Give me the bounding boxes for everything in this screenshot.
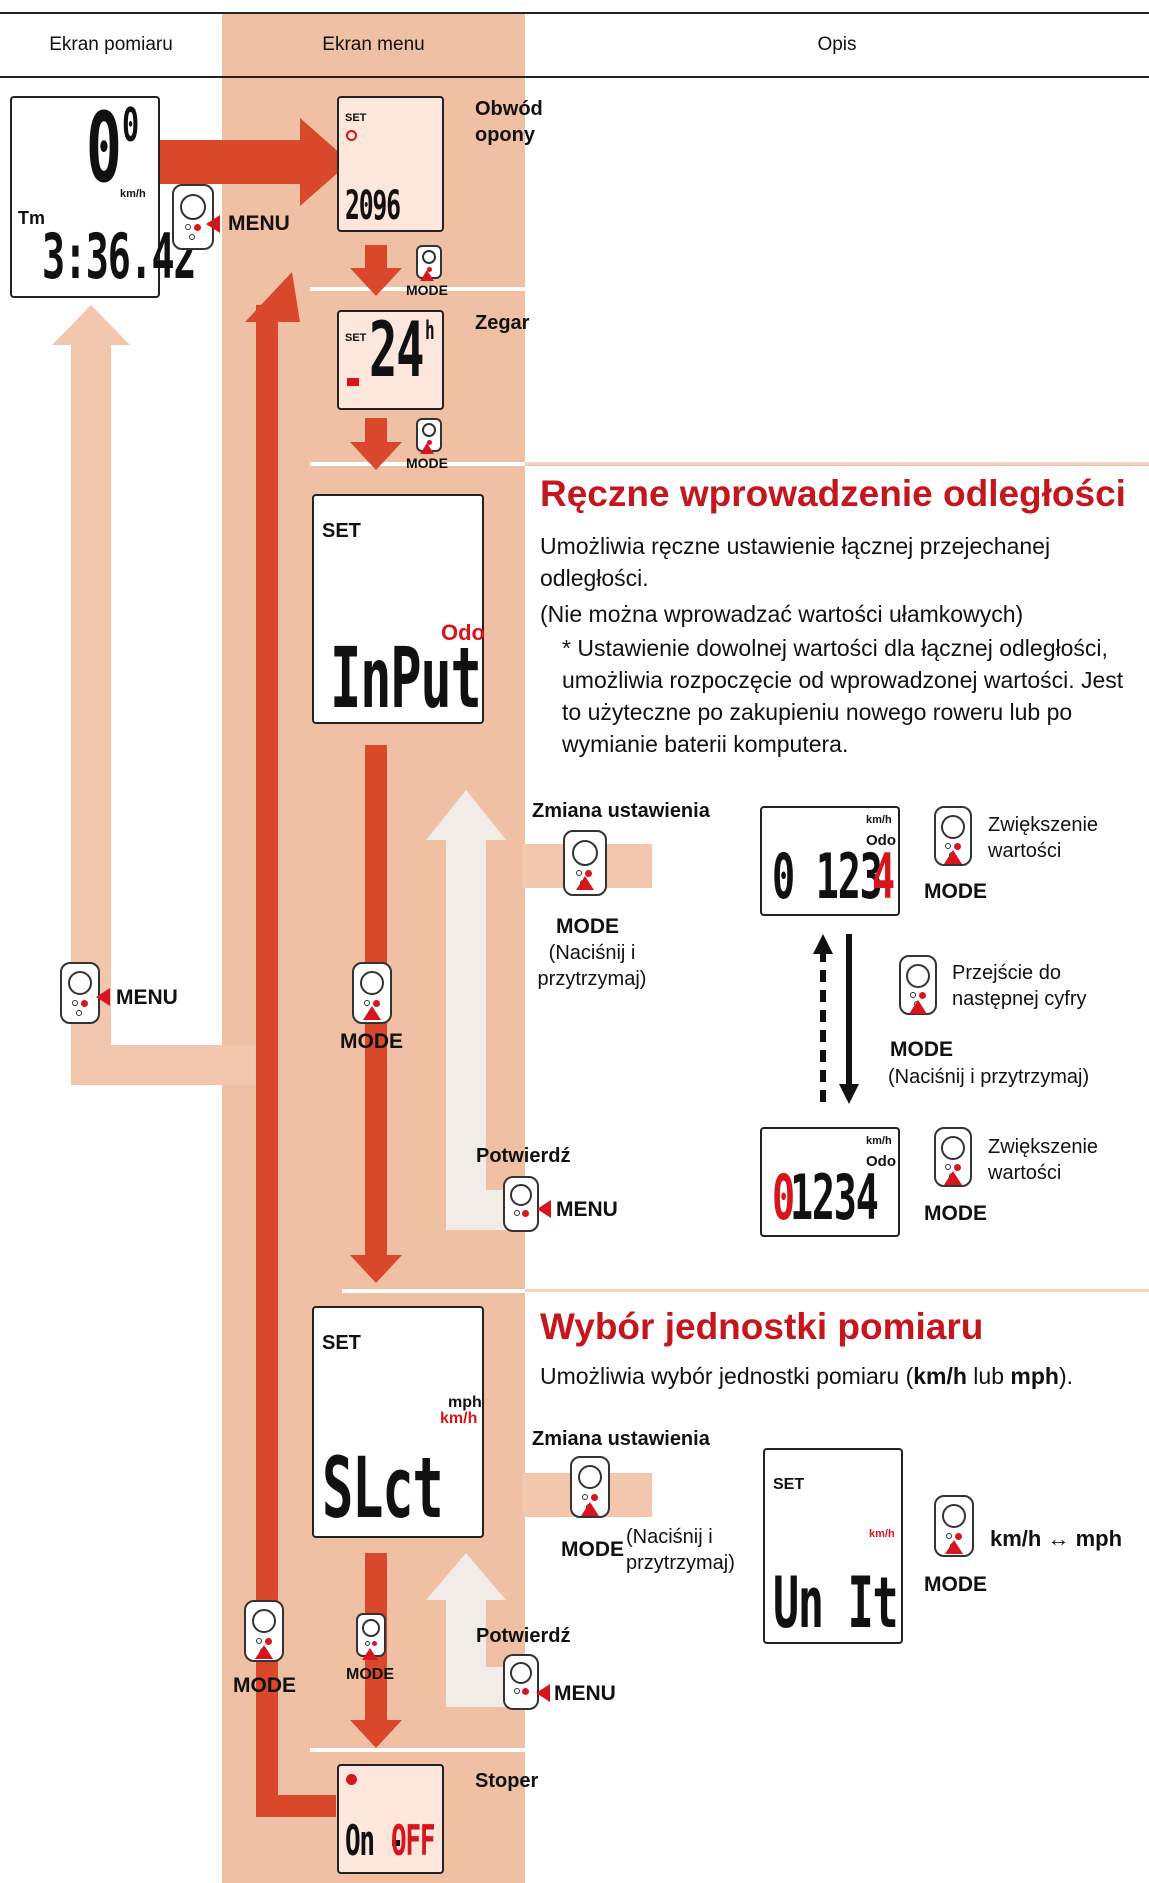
odo-active-digit: 4 (872, 840, 895, 913)
menu-button-label[interactable]: MENU (554, 1682, 616, 1705)
unit-desc-kmh: km/h (913, 1363, 967, 1389)
device-icon[interactable] (934, 1495, 974, 1557)
odo-label: Odo (866, 1153, 896, 1170)
unit-description: Umożliwia wybór jednostki pomiaru (km/h … (540, 1360, 1140, 1392)
speed-value: 0 (86, 92, 122, 204)
device-icon[interactable] (60, 962, 100, 1024)
clock-screen: SET 24 h (337, 310, 444, 410)
stopwatch-label: Stoper (475, 1770, 539, 1792)
press-hold-note: (Naciśnij i przytrzymaj) (537, 942, 647, 990)
odo-active-digit: 0 (772, 1161, 795, 1234)
tire-screen: SET 2096 (337, 96, 444, 232)
unit-desc-text: lub (966, 1363, 1011, 1389)
mode-button-label[interactable]: MODE (924, 880, 987, 903)
odo-lcd-bottom: km/h Odo 0 1234 (760, 1127, 900, 1237)
unit-select-screen: SET mph km/h SLct (312, 1306, 484, 1538)
header-rule (0, 76, 1149, 78)
unit-select-value: SLct (322, 1439, 444, 1537)
separator (310, 1748, 525, 1752)
unit-label: km/h (866, 814, 892, 826)
odo-fraction-note: (Nie można wprowadzać wartości ułamkowyc… (540, 601, 1024, 627)
odo-label: Odo (866, 832, 896, 849)
change-setting-label: Zmiana ustawienia (532, 800, 710, 822)
set-label: SET (322, 1332, 361, 1354)
tire-label: Obwód opony (475, 98, 543, 146)
kmh-label: km/h (869, 1528, 895, 1540)
next-digit-label: Przejście do następnej cyfry (952, 962, 1087, 1010)
unit-toggle-label: km/h ↔ mph (990, 1526, 1123, 1551)
clock-label: Zegar (475, 312, 530, 334)
menu-button-label[interactable]: MENU (116, 986, 178, 1009)
increase-label: Zwiększenie wartości (988, 1136, 1099, 1184)
clock-icon (347, 378, 359, 386)
unit-value: Un It (773, 1562, 899, 1644)
tire-icon (346, 130, 357, 141)
confirm-label: Potwierdź (476, 1625, 571, 1647)
odo-digits: 0 123 (772, 840, 883, 913)
cycle-arrows (813, 934, 859, 1104)
unit-desc-mph: mph (1010, 1363, 1059, 1389)
unit-lcd: SET km/h Un It (763, 1448, 903, 1644)
odo-section-title: Ręczne wprowadzenie odległości (540, 473, 1126, 514)
odo-footnote: * Ustawienie dowolnej wartości dla łączn… (562, 635, 1124, 757)
mode-button-label[interactable]: MODE (924, 1573, 987, 1596)
header-menu: Ekran menu (322, 34, 425, 55)
confirm-label: Potwierdź (476, 1145, 571, 1167)
unit-desc-text: Umożliwia wybór jednostki pomiaru ( (540, 1363, 914, 1389)
menu-button-label[interactable]: MENU (228, 212, 290, 235)
mode-button-label[interactable]: MODE (233, 1674, 296, 1697)
time-value: 3:36.42 (42, 220, 197, 293)
change-setting-label: Zmiana ustawienia (532, 1428, 710, 1450)
mph-label: mph (448, 1394, 482, 1411)
header-description: Opis (817, 34, 857, 55)
device-icon[interactable] (503, 1176, 539, 1232)
menu-button-label[interactable]: MENU (556, 1198, 618, 1221)
press-hold-note: (Naciśnij i przytrzymaj) (888, 1066, 1090, 1088)
clock-unit: h (425, 316, 435, 346)
set-label: SET (322, 520, 361, 542)
tire-value: 2096 (345, 183, 401, 229)
mode-button-label[interactable]: MODE (561, 1538, 624, 1561)
header-measure: Ekran pomiaru (49, 34, 173, 55)
odo-description: Umożliwia ręczne ustawienie łącznej prze… (540, 533, 1051, 591)
odo-lcd-top: km/h Odo 0 123 4 (760, 806, 900, 916)
set-label: SET (345, 332, 367, 344)
menu-pointer-icon (206, 215, 220, 233)
stopwatch-off: OFF (391, 1816, 436, 1865)
mode-button-label[interactable]: MODE (890, 1038, 953, 1061)
odo-input-screen: SET Odo InPut (312, 494, 485, 727)
mode-button-label[interactable]: MODE (346, 1666, 394, 1683)
unit-desc-text: ). (1058, 1363, 1074, 1389)
set-label: SET (773, 1476, 805, 1493)
stopwatch-on: On - (345, 1816, 404, 1865)
tm-label: Tm (18, 208, 45, 228)
device-icon[interactable] (503, 1654, 539, 1710)
mode-button-label[interactable]: MODE (406, 455, 448, 471)
top-rule (0, 12, 1149, 14)
kmh-label: km/h (440, 1410, 478, 1427)
mode-button-label[interactable]: MODE (340, 1030, 403, 1053)
stopwatch-icon (346, 1774, 357, 1785)
unit-label: km/h (866, 1135, 892, 1147)
speed-decimal: 0 (122, 98, 139, 152)
separator (310, 287, 525, 291)
measure-screen: 0 0 km/h Tm 3:36.42 (10, 92, 197, 298)
increase-label: Zwiększenie wartości (988, 814, 1099, 862)
mode-button-label[interactable]: MODE (556, 915, 619, 938)
mode-button-label[interactable]: MODE (924, 1202, 987, 1225)
mode-button-label[interactable]: MODE (406, 282, 448, 298)
press-hold-note: (Naciśnij i przytrzymaj) (626, 1526, 735, 1574)
odo-digits: 1234 (790, 1161, 879, 1234)
speed-unit: km/h (120, 188, 146, 200)
unit-section-title: Wybór jednostki pomiaru (540, 1306, 984, 1347)
odo-label: Odo (441, 620, 485, 645)
clock-value: 24 (369, 305, 424, 394)
set-label: SET (345, 112, 367, 124)
odo-input-value: InPut (330, 629, 482, 727)
stopwatch-screen: On - OFF (337, 1764, 444, 1874)
separator (342, 1289, 525, 1293)
